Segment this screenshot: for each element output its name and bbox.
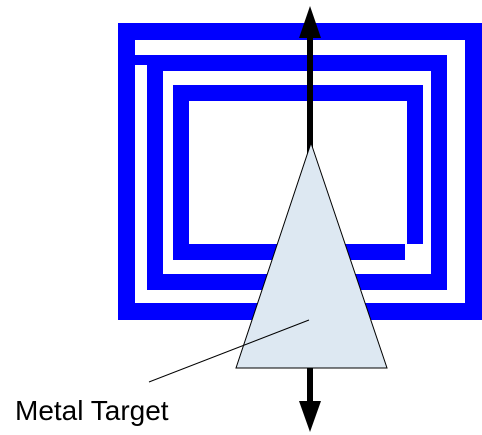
label-leader-line (148, 319, 310, 383)
metal-target-triangle (235, 141, 388, 369)
metal-target-label: Metal Target (15, 395, 169, 426)
arrow-down-icon (299, 401, 321, 432)
arrow-up-icon (299, 6, 321, 38)
